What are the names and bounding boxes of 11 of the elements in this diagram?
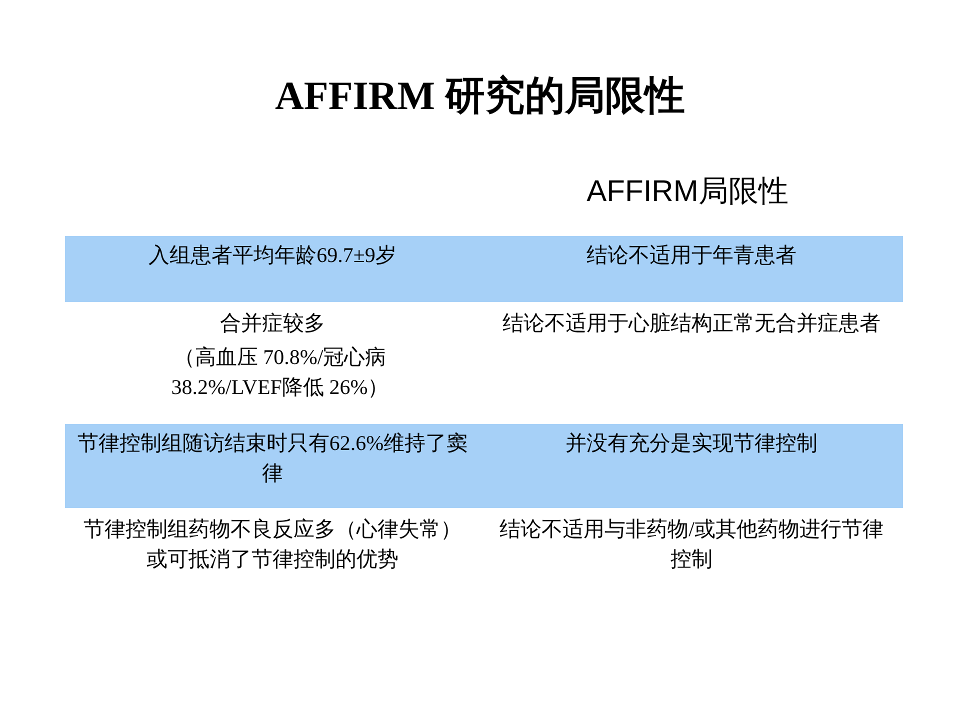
column-header: AFFIRM局限性 [586,174,790,210]
table-cell-text: 节律控制组药物不良反应多（心律失常）或可抵消了节律控制的优势 [82,516,462,573]
slide-title: AFFIRM 研究的局限性 [274,72,686,120]
table-cell-text: 合并症较多 [219,310,326,337]
table-cell: 并没有充分是实现节律控制 [480,424,903,508]
table-cell-text: （高血压 70.8%/冠心病 38.2%/LVEF降低 26%） [170,344,390,401]
table-cell: 入组患者平均年龄69.7±9岁 [65,236,480,302]
table-cell: 节律控制组随访结束时只有62.6%维持了窦律 [65,424,480,508]
table-cell-text: 结论不适用于心脏结构正常无合并症患者 [502,310,882,337]
table-cell-text: 结论不适用与非药物/或其他药物进行节律控制 [498,516,884,573]
table-cell: 结论不适用于年青患者 [480,236,903,302]
